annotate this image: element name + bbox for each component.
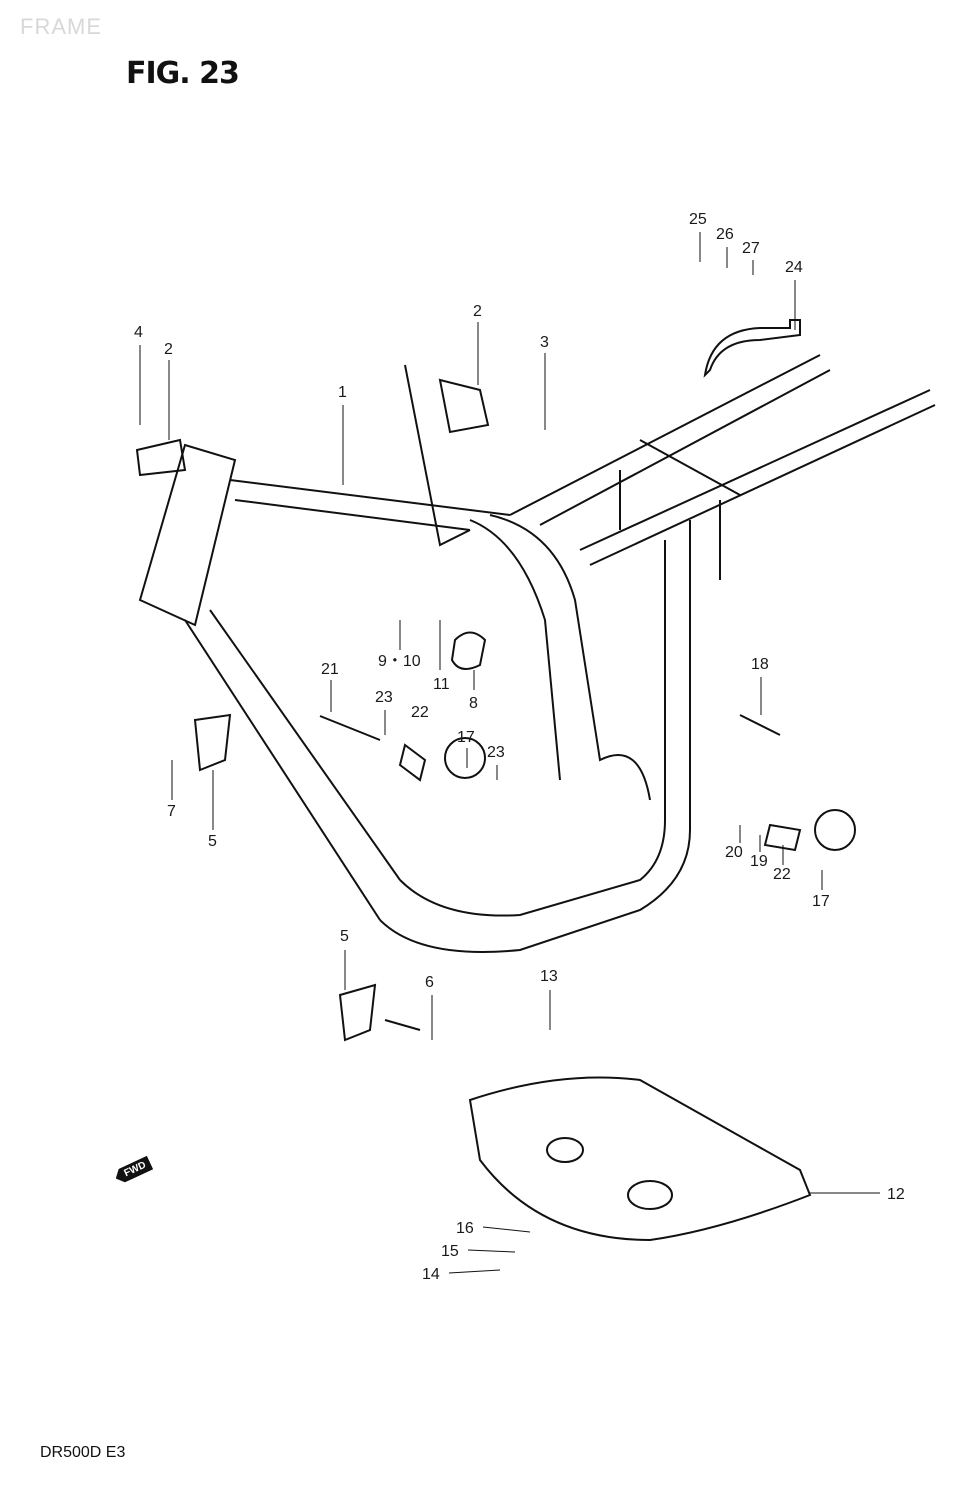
figure-title: FIG. 23 [126, 56, 240, 91]
callout-label: 2 [164, 341, 173, 358]
head-plate [135, 438, 187, 477]
callout-label: 14 [422, 1266, 440, 1283]
section-title: FRAME [20, 14, 102, 39]
collars [398, 743, 802, 852]
seat-tube [469, 514, 651, 801]
callout-label: 5 [340, 928, 349, 945]
down-tube [184, 609, 401, 921]
callout-label: 17 [812, 893, 830, 910]
callout-label: 13 [540, 968, 558, 985]
callout-label: 20 [725, 844, 743, 861]
bolts [319, 714, 781, 1031]
skid-plate-hole [627, 1180, 673, 1210]
callout-label: 21 [321, 661, 339, 678]
top-mount-plate [404, 364, 490, 547]
callout-label: 22 [411, 704, 429, 721]
callout-label: 17 [457, 729, 475, 746]
callout-label: 6 [425, 974, 434, 991]
cradle-tube [379, 520, 691, 953]
callout-label: 9・10 [378, 653, 421, 670]
callout-label: 4 [134, 324, 143, 341]
seat-rails [509, 354, 936, 566]
callout-label: 23 [375, 689, 393, 706]
callout-label: 7 [167, 803, 176, 820]
callout-label: 2 [473, 303, 482, 320]
callout-label: 25 [689, 211, 707, 228]
callout-label: 26 [716, 226, 734, 243]
plate-8 [450, 631, 487, 670]
top-tube [229, 479, 511, 531]
leader-lines [139, 232, 880, 1274]
callout-label: 16 [456, 1220, 474, 1237]
skid-plate-hole [546, 1137, 584, 1163]
cushion-17 [814, 809, 856, 851]
model-code: DR500D E3 [40, 1444, 126, 1461]
callout-label: 24 [785, 259, 803, 276]
callout-label: 27 [742, 240, 760, 257]
callout-label: 15 [441, 1243, 459, 1260]
callout-label: 1 [338, 384, 347, 401]
cross-members [619, 439, 741, 580]
callout-label: 12 [887, 1186, 905, 1203]
callout-label: 19 [750, 853, 768, 870]
cushion-17 [444, 737, 486, 779]
callout-label: 5 [208, 833, 217, 850]
callout-label: 8 [469, 695, 478, 712]
callout-label: 11 [433, 676, 450, 693]
callout-label: 22 [773, 866, 791, 883]
skid-plate-12 [468, 1076, 812, 1242]
callout-label: 3 [540, 334, 549, 351]
bracket-24 [703, 319, 801, 378]
engine-plates-5 [193, 713, 377, 1042]
callout-label: 18 [751, 656, 769, 673]
head-tube [138, 443, 237, 627]
callout-label: 23 [487, 744, 505, 761]
